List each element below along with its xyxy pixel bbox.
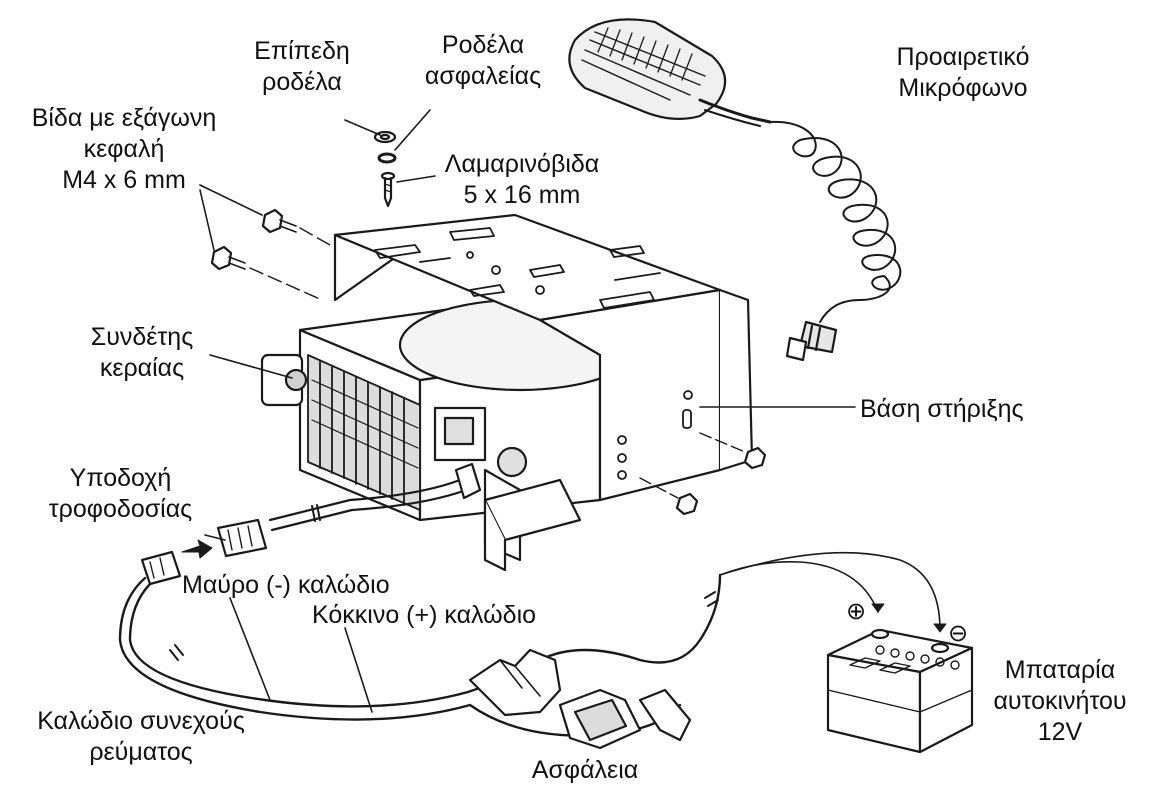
- negative-terminal-icon: ⊖: [948, 618, 968, 649]
- label-lock-washer-line2: ασφαλείας: [424, 62, 542, 90]
- label-red-lead-text: Κόκκινο (+) καλώδιο: [312, 601, 537, 629]
- label-hex-screw-line1: Βίδα με εξάγωνη: [31, 104, 217, 132]
- label-hex-screw-line2: κεφαλή: [83, 135, 165, 163]
- guide-line-c: [699, 432, 746, 453]
- label-lock-washer-line1: Ροδέλα: [441, 31, 525, 59]
- leader-hex-screw-a: [199, 184, 263, 216]
- guide-line-b: [249, 267, 323, 301]
- label-fuse: Ασφάλεια: [520, 755, 650, 786]
- power-cable-radio-side: [268, 462, 482, 532]
- mounting-bracket-icon: [333, 213, 754, 572]
- label-fuse-text: Ασφάλεια: [531, 756, 639, 784]
- negative-terminal-symbol: ⊖: [948, 620, 969, 647]
- leader-flat-washer: [344, 119, 381, 136]
- leader-red-lead: [344, 627, 373, 713]
- label-antenna-connector: Συνδέτης κεραίας: [72, 322, 212, 384]
- lock-washer-icon: [377, 152, 397, 164]
- car-battery-icon: [826, 628, 974, 754]
- bracket-screw-icon: [675, 446, 767, 516]
- label-power-receptacle-line1: Υποδοχή: [69, 464, 172, 492]
- label-antenna-connector-line1: Συνδέτης: [90, 323, 194, 351]
- leader-receptacle: [204, 534, 226, 541]
- label-red-lead: Κόκκινο (+) καλώδιο: [312, 600, 592, 631]
- power-receptacle-icon: [216, 518, 268, 558]
- positive-terminal-icon: ⊕: [846, 596, 866, 627]
- label-dc-cable-line1: Καλώδιο συνεχούς: [37, 707, 245, 735]
- label-power-receptacle: Υποδοχή τροφοδοσίας: [38, 463, 203, 525]
- connect-arrow-icon: [181, 539, 213, 559]
- label-dc-cable-line2: ρεύματος: [89, 738, 193, 766]
- label-dc-cable: Καλώδιο συνεχούς ρεύματος: [4, 706, 278, 768]
- label-flat-washer-line2: ροδέλα: [262, 68, 342, 96]
- arrow-positive-icon: [871, 603, 885, 613]
- label-tapping-screw-line2: 5 x 16 mm: [463, 181, 581, 209]
- dc-cable-plug-icon: [140, 550, 182, 586]
- tapping-screw-icon: [380, 171, 396, 208]
- label-battery-line1: Μπαταρία: [1004, 656, 1116, 684]
- hex-screw-icon: [210, 208, 297, 271]
- fuse-holder-icon: [468, 648, 692, 750]
- coiled-cord: [769, 120, 902, 323]
- label-hex-screw: Βίδα με εξάγωνη κεφαλή M4 x 6 mm: [8, 103, 240, 196]
- label-black-lead: Μαύρο (-) καλώδιο: [182, 570, 442, 601]
- positive-terminal-symbol: ⊕: [846, 598, 867, 625]
- label-battery: Μπαταρία αυτοκινήτου 12V: [972, 655, 1148, 748]
- guide-line-a: [299, 227, 331, 246]
- label-battery-line2: αυτοκινήτου: [993, 687, 1127, 715]
- leader-black-lead: [229, 597, 271, 701]
- label-tapping-screw-line1: Λαμαρινόβιδα: [444, 150, 600, 178]
- label-mounting-bracket: Βάση στήριξης: [860, 394, 1080, 425]
- microphone-icon: [568, 18, 772, 127]
- label-battery-line3: 12V: [1037, 718, 1083, 746]
- leader-hex-screw-b: [199, 189, 215, 251]
- leader-antenna: [209, 354, 293, 379]
- label-hex-screw-line3: M4 x 6 mm: [62, 166, 186, 194]
- label-lock-washer: Ροδέλα ασφαλείας: [408, 30, 558, 92]
- label-tapping-screw: Λαμαρινόβιδα 5 x 16 mm: [432, 149, 612, 211]
- label-flat-washer-line1: Επίπεδη: [254, 37, 350, 65]
- guide-line-d: [639, 477, 679, 499]
- arrow-negative-icon: [933, 623, 947, 633]
- label-flat-washer: Επίπεδη ροδέλα: [232, 36, 372, 98]
- leader-tapping-screw: [396, 175, 436, 183]
- label-mounting-bracket-text: Βάση στήριξης: [860, 395, 1024, 423]
- label-optional-mic-line2: Μικρόφωνο: [898, 74, 1028, 102]
- label-optional-mic: Προαιρετικό Μικρόφωνο: [868, 42, 1058, 104]
- label-antenna-connector-line2: κεραίας: [99, 354, 185, 382]
- label-optional-mic-line1: Προαιρετικό: [896, 43, 1030, 71]
- mic-plug-icon: [785, 320, 838, 362]
- label-black-lead-text: Μαύρο (-) καλώδιο: [182, 571, 390, 599]
- label-power-receptacle-line2: τροφοδοσίας: [48, 495, 193, 523]
- leader-lock-washer: [394, 109, 431, 151]
